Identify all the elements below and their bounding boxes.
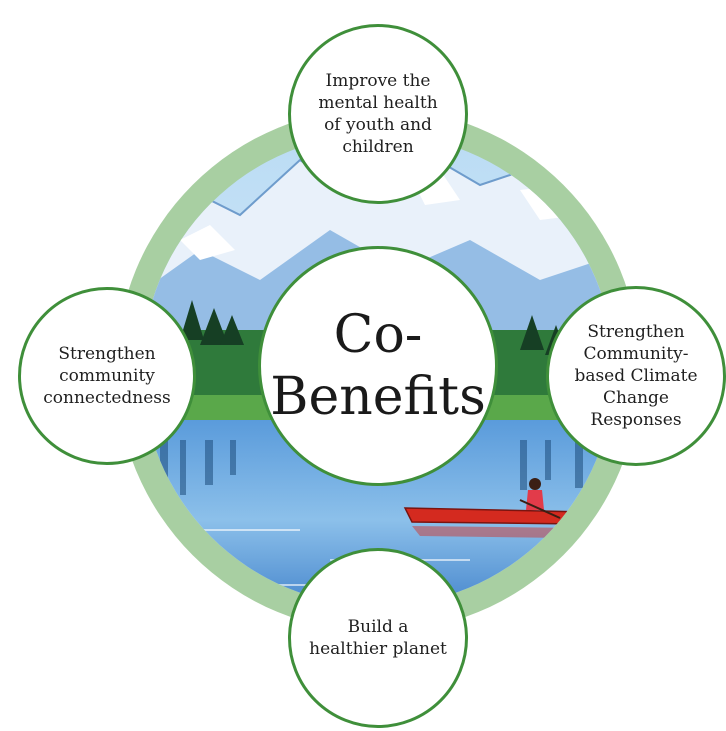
node-top-label: Improve the mental health of youth and c… <box>318 71 438 157</box>
node-left-label: Strengthen community connectedness <box>43 344 171 408</box>
center-node: Co- Benefits <box>258 246 498 486</box>
node-bottom: Build a healthier planet <box>288 548 468 728</box>
node-right: Strengthen Community- based Climate Chan… <box>546 286 726 466</box>
node-right-label: Strengthen Community- based Climate Chan… <box>574 322 698 430</box>
node-top: Improve the mental health of youth and c… <box>288 24 468 204</box>
node-left: Strengthen community connectedness <box>18 287 196 465</box>
node-bottom-label: Build a healthier planet <box>309 617 447 659</box>
center-label: Co- Benefits <box>270 305 486 427</box>
canoe <box>403 478 590 538</box>
